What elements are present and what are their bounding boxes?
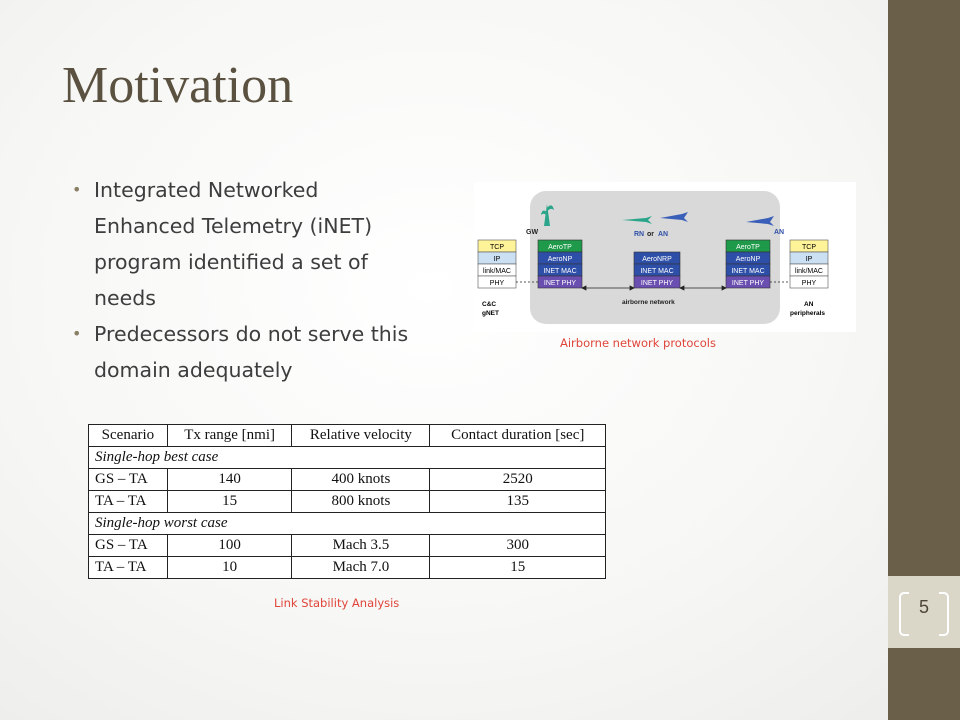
layer-label: PHY [490,280,505,287]
jet-icon [660,212,688,222]
layer-label: PHY [802,280,817,287]
section-row: Single-hop worst case [88,512,606,535]
an-label: AN [774,229,784,236]
table-cell: 300 [429,534,606,557]
layer-label: INET MAC [543,268,576,275]
layer-label: AeroNRP [642,256,672,263]
layer-label: INET PHY [544,280,576,287]
column-header: Scenario [88,424,168,447]
column-header: Contact duration [sec] [429,424,606,447]
layer-label: INET MAC [640,268,673,275]
layer-label: AeroTP [548,244,572,251]
table-cell: TA – TA [88,556,168,579]
section-title: Single-hop best case [88,446,606,469]
layer-label: INET PHY [641,280,673,287]
table-cell: 100 [166,534,293,557]
table-cell: Mach 3.5 [291,534,431,557]
plane-icon [622,216,652,224]
table-cell: 135 [429,490,606,513]
section-row: Single-hop best case [88,446,606,469]
peripherals-label: peripherals [790,310,825,317]
layer-label: INET MAC [731,268,764,275]
layer-label: AeroNP [548,256,573,263]
page-number: 5 [918,597,929,617]
inet-phy-layer [633,275,681,289]
an-peripheral-label: AN [804,301,814,308]
slide-title: Motivation [62,57,294,114]
protocol-diagram-svg: GW RN or AN AN TCP IP link/MAC PHY [477,191,829,324]
protocol-diagram: GW RN or AN AN TCP IP link/MAC PHY [474,182,856,332]
table-caption: Link Stability Analysis [274,596,400,610]
bullet-item: Integrated Networked Enhanced Telemetry … [72,172,422,316]
table-cell: GS – TA [88,468,168,491]
table-row: GS – TA 140 400 knots 2520 [88,468,606,491]
network-label: airborne network [622,299,675,306]
column-header: Relative velocity [291,424,431,447]
table-cell: 15 [429,556,606,579]
an-label: AN [658,231,668,238]
cc-label: C&C [482,301,496,308]
figure-caption: Airborne network protocols [560,336,716,350]
gw-label: GW [526,229,538,236]
layer-label: IP [806,256,813,263]
table-cell: Mach 7.0 [291,556,431,579]
layer-label: link/MAC [483,268,511,275]
jet-icon [746,216,774,226]
right-bracket [939,592,949,636]
or-label: or [647,231,654,238]
layer-label: INET PHY [732,280,764,287]
phy-layer [789,275,829,289]
left-bracket [899,592,909,636]
table-cell: 800 knots [291,490,431,513]
bullet-item: Predecessors do not serve this domain ad… [72,316,422,388]
bullet-list: Integrated Networked Enhanced Telemetry … [72,172,422,388]
layer-label: AeroNP [736,256,761,263]
table-cell: TA – TA [88,490,168,513]
table-cell: 10 [166,556,293,579]
table-cell: 140 [166,468,293,491]
rn-label: RN [634,231,644,238]
table-row: TA – TA 10 Mach 7.0 15 [88,556,606,579]
page-number-box: 5 [888,576,960,648]
column-header: Tx range [nmi] [166,424,293,447]
layer-label: AeroTP [736,244,760,251]
gnet-label: gNET [482,310,499,317]
antenna-icon [541,204,554,226]
table-cell: GS – TA [88,534,168,557]
table-cell: 2520 [429,468,606,491]
link-stability-table: Scenario Tx range [nmi] Relative velocit… [88,424,606,579]
table-header-row: Scenario Tx range [nmi] Relative velocit… [88,424,606,447]
layer-label: link/MAC [795,268,823,275]
layer-label: IP [494,256,501,263]
layer-label: TCP [490,244,504,251]
link-arrows [516,281,790,291]
table-cell: 400 knots [291,468,431,491]
layer-label: TCP [802,244,816,251]
table-row: TA – TA 15 800 knots 135 [88,490,606,513]
section-title: Single-hop worst case [88,512,606,535]
table-row: GS – TA 100 Mach 3.5 300 [88,534,606,557]
table-cell: 15 [166,490,293,513]
